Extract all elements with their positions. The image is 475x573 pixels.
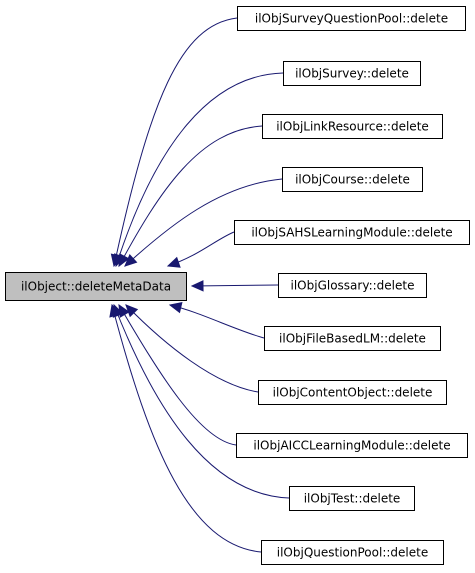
- arrowhead-content: [125, 304, 139, 318]
- node-label: ilObjCourse::delete: [295, 173, 410, 187]
- node-label: ilObjAICCLearningModule::delete: [253, 439, 450, 453]
- arrowhead-sahs: [166, 256, 181, 268]
- node-box: [261, 540, 444, 565]
- node-questionpool[interactable]: ilObjQuestionPool::delete: [261, 540, 444, 565]
- node-aicc[interactable]: ilObjAICCLearningModule::delete: [236, 433, 468, 458]
- node-label: ilObjQuestionPool::delete: [277, 546, 428, 560]
- node-box: [236, 433, 468, 458]
- arrowhead-course: [124, 253, 138, 267]
- node-label: ilObjSurveyQuestionPool::delete: [255, 12, 448, 26]
- arrowhead-glossary: [190, 280, 204, 292]
- arrowhead-linkres: [118, 253, 130, 268]
- node-root[interactable]: ilObject::deleteMetaData: [5, 272, 187, 301]
- edge-questionpool: [111, 304, 262, 553]
- node-test[interactable]: ilObjTest::delete: [289, 486, 415, 511]
- node-filebased[interactable]: ilObjFileBasedLM::delete: [264, 326, 441, 351]
- node-glossary[interactable]: ilObjGlossary::delete: [278, 273, 427, 298]
- node-label: ilObjGlossary::delete: [291, 279, 415, 293]
- edge-glossary: [191, 284, 279, 287]
- edge-test: [113, 304, 290, 499]
- node-label: ilObject::deleteMetaData: [21, 280, 171, 294]
- nodes-layer: ilObject::deleteMetaData ilObjSurveyQuest…: [5, 6, 470, 565]
- node-label: ilObjFileBasedLM::delete: [279, 332, 426, 346]
- edge-aicc: [118, 304, 237, 446]
- node-box: [234, 220, 470, 245]
- node-survey[interactable]: ilObjSurvey::delete: [283, 61, 421, 86]
- edge-surveyqp: [113, 17, 238, 267]
- node-label: ilObjLinkResource::delete: [276, 120, 429, 134]
- node-box: [282, 167, 423, 192]
- edge-content: [125, 304, 259, 393]
- node-box: [258, 380, 447, 405]
- node-box: [278, 273, 427, 298]
- node-linkres[interactable]: ilObjLinkResource::delete: [262, 114, 443, 139]
- node-label: ilObjContentObject::delete: [273, 386, 433, 400]
- node-surveyqp[interactable]: ilObjSurveyQuestionPool::delete: [237, 6, 466, 31]
- node-box: [289, 486, 415, 511]
- node-sahs[interactable]: ilObjSAHSLearningModule::delete: [234, 220, 470, 245]
- edge-course: [124, 178, 283, 267]
- node-label: ilObjSurvey::delete: [295, 67, 409, 81]
- node-box: [237, 6, 466, 31]
- node-content[interactable]: ilObjContentObject::delete: [258, 380, 447, 405]
- edges-layer: [109, 17, 290, 553]
- node-box: [264, 326, 441, 351]
- edge-filebased: [169, 304, 265, 339]
- node-box: [262, 114, 443, 139]
- node-label: ilObjTest::delete: [304, 492, 401, 506]
- node-box: [5, 272, 187, 301]
- node-course[interactable]: ilObjCourse::delete: [282, 167, 423, 192]
- edge-survey: [115, 72, 284, 267]
- arrowhead-questionpool: [109, 303, 121, 318]
- edge-linkres: [118, 125, 263, 267]
- arrowhead-filebased: [168, 301, 183, 314]
- node-box: [283, 61, 421, 86]
- node-label: ilObjSAHSLearningModule::delete: [251, 226, 452, 240]
